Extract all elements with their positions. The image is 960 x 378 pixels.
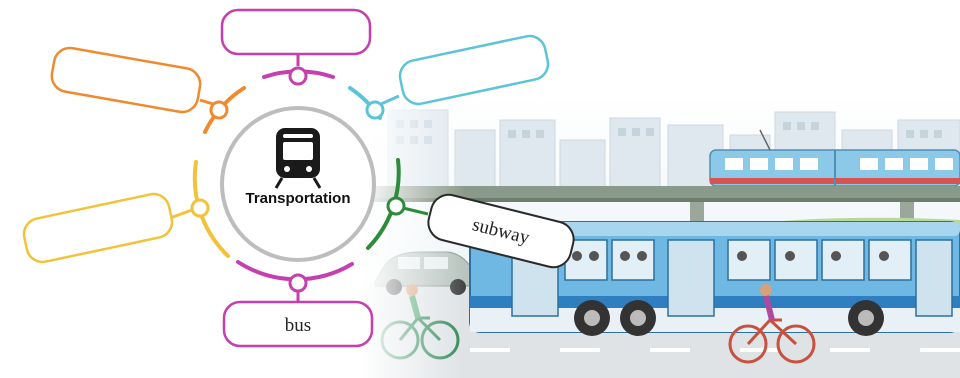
bubble-top-right-group	[365, 33, 551, 120]
subway-train-icon	[274, 128, 322, 189]
center-label: Transportation	[245, 190, 350, 207]
bubble-top-left-group	[49, 45, 229, 120]
bubble-top-right[interactable]	[397, 33, 551, 107]
city-scene	[360, 90, 960, 378]
bubble-top[interactable]	[220, 8, 372, 56]
cyclist-icon	[728, 284, 816, 364]
bubble-top-group	[220, 8, 372, 86]
bubble-left[interactable]	[21, 191, 175, 265]
bubble-bottom-group: bus	[222, 273, 374, 348]
bubble-left-group	[21, 191, 210, 265]
center-node: Transportation	[220, 106, 376, 262]
bubble-bottom[interactable]	[222, 300, 374, 348]
bubble-right-group: subway	[386, 191, 578, 271]
bubble-top-left[interactable]	[49, 45, 202, 114]
bubble-bottom-label: bus	[285, 315, 311, 336]
elevated-train-icon	[709, 129, 960, 187]
bubble-right[interactable]	[425, 191, 578, 271]
